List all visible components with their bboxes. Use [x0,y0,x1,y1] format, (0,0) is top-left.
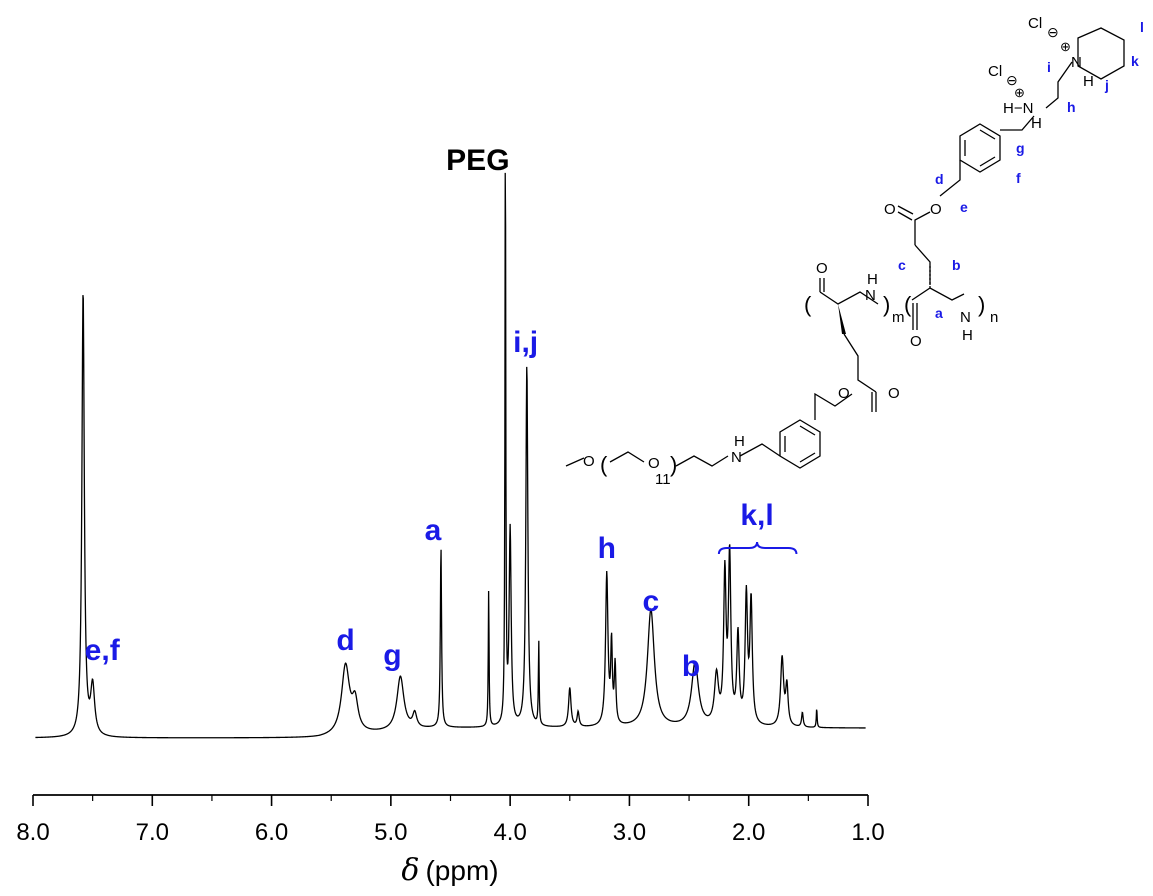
backbone-n2: N [960,309,971,326]
side-chain [914,244,931,285]
kl-bracket [717,541,798,555]
amine-h: H [1031,115,1042,132]
peak-label-c: c [643,585,660,618]
methyl [565,457,585,467]
carbonyl-bond [819,278,825,292]
lower-carbonyl [871,392,877,412]
backbone-nh: H [867,271,878,288]
benzene-lower-inner [784,425,816,463]
struct-label-l: l [1140,19,1144,35]
carbonyl-o2: O [910,333,922,350]
lower-n: N [731,449,742,466]
cl-1: Cl [1028,15,1042,32]
lower-ester-o2: O [838,385,850,402]
wedge-bond [838,304,846,334]
amine-hn: H−N [1003,100,1033,117]
paren-m-right: ) [883,292,890,317]
peak-label-d: d [336,624,354,657]
sub-m: m [892,309,905,326]
peak-label-a: a [425,514,442,547]
struct-label-a: a [935,305,943,321]
x-tick-label: 4.0 [493,819,526,846]
ethylene-linker [1045,61,1073,109]
delta-symbol: δ [401,853,419,888]
peak-label-kl: k,l [740,499,773,532]
paren-n-left: ( [904,292,912,317]
peak-label-h: h [598,532,616,565]
struct-label-b: b [952,257,961,273]
backbone-paren-left: ( [804,292,812,317]
cl-2: Cl [988,63,1002,80]
ring-n-plus: ⊕ [1060,39,1071,54]
x-tick-label: 3.0 [613,819,646,846]
struct-label-f: f [1016,170,1021,186]
x-tick-label: 7.0 [136,819,169,846]
lower-ester-o: O [888,385,900,402]
carbonyl-o: O [816,260,828,277]
x-tick-label: 2.0 [732,819,765,846]
ester-o2: O [884,201,896,218]
amine-plus: ⊕ [1014,85,1025,100]
ester-link [939,160,961,197]
piperidine-ring [1077,27,1125,80]
carbonyl-bond2 [912,303,918,330]
struct-label-j: j [1104,77,1109,93]
peg-linker [675,455,729,467]
spectrum-line [35,172,866,739]
cl-1-minus: ⊖ [1047,24,1059,40]
chemical-structure: N ⊕ H Cl ⊖ Cl ⊖ H−N ⊕ H O O ( O H N ) m … [565,15,1144,488]
peg-o: O [648,455,660,472]
peg-paren-right: ) [670,452,677,477]
backbone-right [911,287,965,301]
ppm-unit: (ppm) [425,855,498,886]
peak-label-ef: e,f [85,634,121,667]
lower-ester-link [814,392,853,420]
lower-side-chain [843,333,877,393]
ester-o: O [930,201,942,218]
peg-o-start: O [583,453,595,470]
struct-label-k: k [1131,53,1139,69]
x-tick-label: 8.0 [16,819,49,846]
ring-n-h: H [1083,73,1094,90]
peak-label-peg: PEG [446,144,509,177]
x-axis: 8.0 7.0 6.0 5.0 4.0 3.0 2.0 1.0 δ(ppm) [16,794,885,888]
x-axis-label: δ(ppm) [401,853,498,888]
paren-n-right: ) [978,292,985,317]
lower-benzyl [739,443,781,457]
cl-2-minus: ⊖ [1006,72,1018,88]
struct-label-g: g [1016,140,1025,156]
backbone-n: N [865,287,876,304]
x-tick-label: 6.0 [255,819,288,846]
benzene-ring-upper [959,123,1001,173]
backbone-left [819,291,879,305]
peak-label-g: g [383,639,401,672]
plot-area [35,172,866,739]
x-axis-ticks: 8.0 7.0 6.0 5.0 4.0 3.0 2.0 1.0 [16,795,885,846]
benzene-upper-inner [964,129,996,167]
struct-label-i: i [1047,59,1051,75]
ester-carbonyl [897,205,931,245]
struct-label-c: c [898,257,906,273]
x-tick-label: 5.0 [374,819,407,846]
struct-label-d: d [935,171,944,187]
x-tick-label: 1.0 [851,819,884,846]
sub-n: n [990,309,998,326]
struct-label-e: e [960,199,968,215]
ring-n: N [1071,54,1082,71]
benzene-ring-lower [779,419,821,469]
peak-label-b: b [682,650,700,683]
backbone-h2: H [962,327,973,344]
benzyl-ch2 [1000,115,1035,131]
lower-nh: H [734,433,745,450]
struct-label-h: h [1067,99,1076,115]
peg-repeat [609,451,645,463]
peg-paren-left: ( [600,452,608,477]
peak-label-ij: i,j [513,326,538,359]
sub-11: 11 [655,471,671,488]
